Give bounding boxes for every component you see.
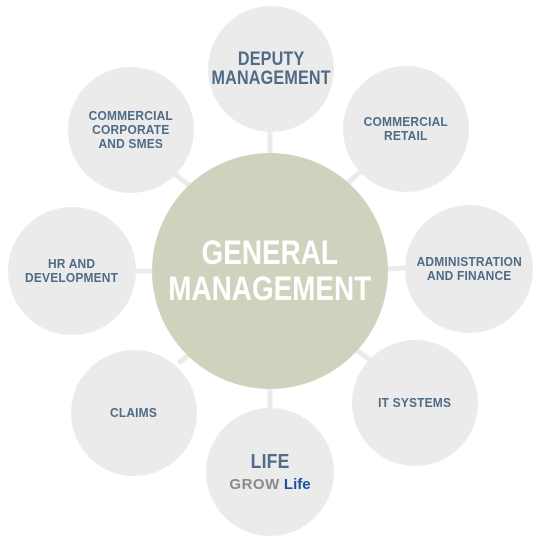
node-it-systems: IT SYSTEMS [352, 340, 478, 466]
connector-it [352, 346, 373, 363]
logo-word-grow: GROW [229, 476, 280, 493]
node-label-claims: CLAIMS [110, 405, 158, 420]
connector-admin [385, 265, 409, 272]
node-label-life: LIFE [250, 451, 290, 473]
logo-word-life: Life [283, 476, 311, 493]
node-label-it: IT SYSTEMS [378, 395, 452, 410]
grow-life-logo: GROW Life [229, 476, 310, 493]
node-life: LIFE GROW Life [206, 408, 334, 536]
node-claims: CLAIMS [71, 350, 197, 476]
